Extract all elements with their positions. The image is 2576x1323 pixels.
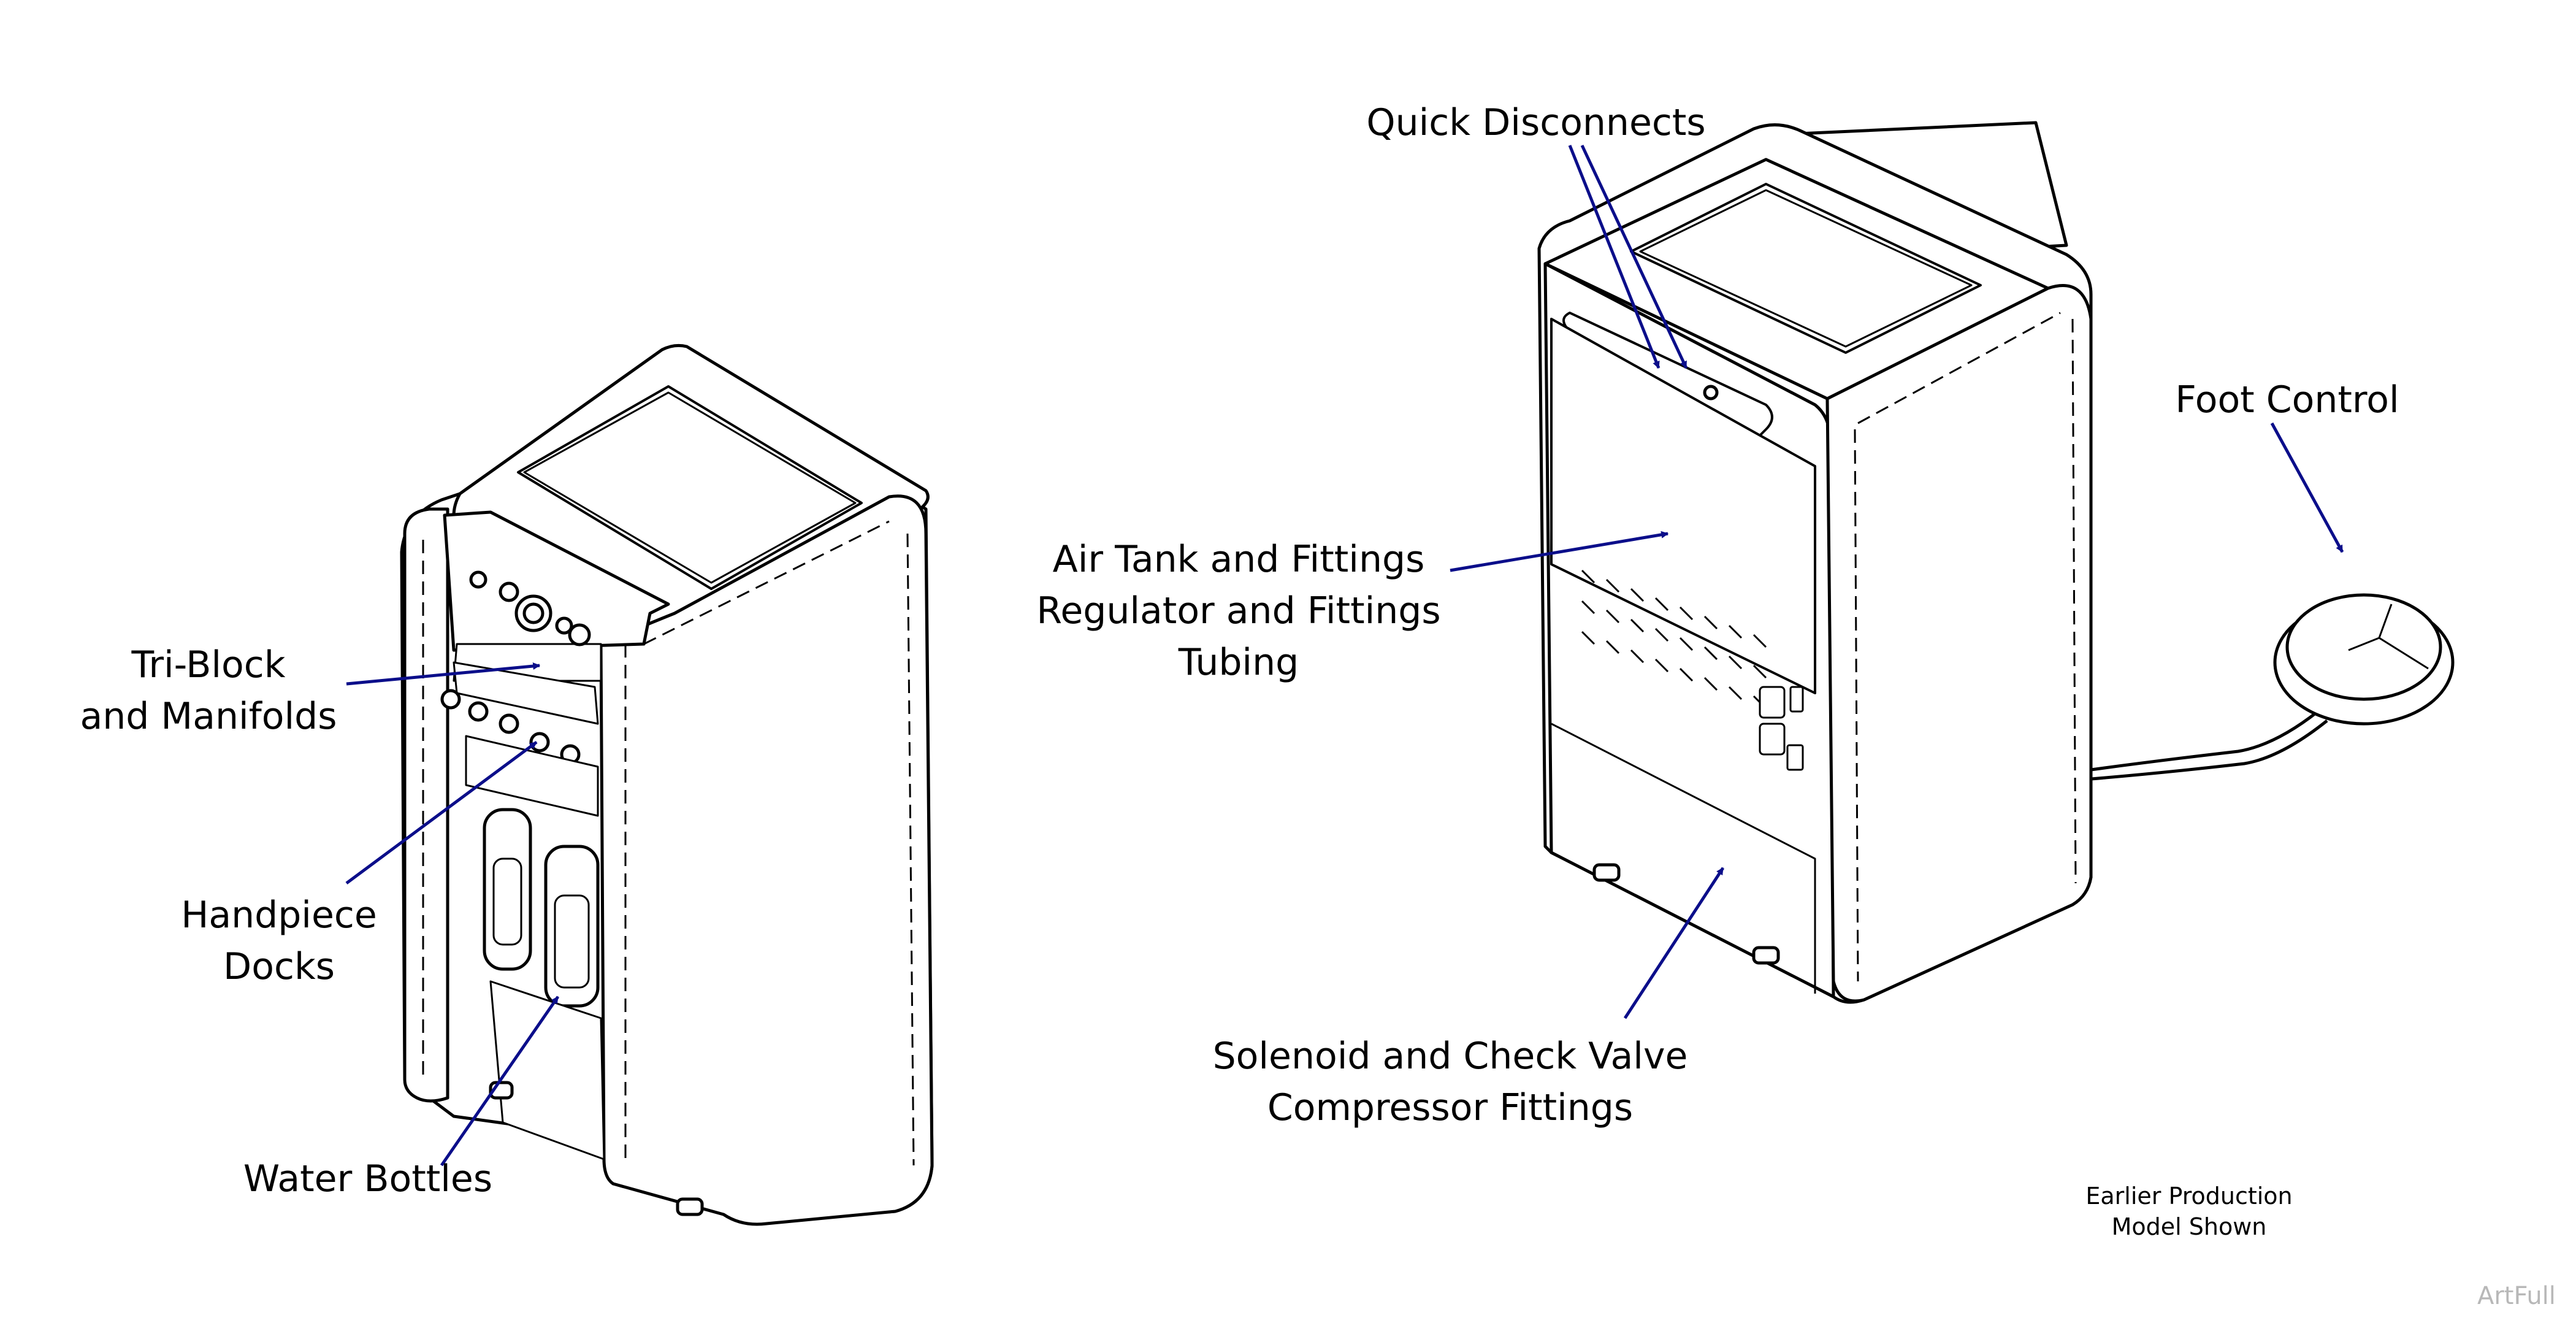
label-air-tank-line2: Regulator and Fittings [1036, 589, 1441, 632]
label-solenoid: Solenoid and Check Valve Compressor Fitt… [1187, 1030, 1714, 1133]
note-line2: Model Shown [2111, 1213, 2267, 1240]
label-quick-disconnects: Quick Disconnects [1366, 101, 1706, 144]
label-handpiece-line2: Docks [223, 945, 335, 988]
arrow-foot [2270, 422, 2344, 553]
arrow-tri-block [346, 662, 541, 686]
arrow-quick-1 [1568, 145, 1661, 369]
label-foot-control: Foot Control [2175, 378, 2399, 421]
label-handpiece-line1: Handpiece [181, 894, 377, 937]
label-solenoid-line2: Compressor Fittings [1267, 1086, 1634, 1129]
note-earlier-production: Earlier Production Model Shown [2054, 1181, 2324, 1242]
label-air-tank-line3: Tubing [1178, 641, 1299, 684]
arrow-water [440, 995, 560, 1167]
label-tri-block-line1: Tri-Block [131, 643, 286, 686]
front-cabinet-dashes [422, 520, 915, 1166]
watermark: ArtFull [2477, 1282, 2556, 1310]
label-handpiece: Handpiece Docks [156, 889, 402, 992]
label-tri-block-line2: and Manifolds [80, 695, 337, 738]
leader-arrows [345, 144, 2344, 1167]
arrow-quick-2 [1580, 144, 1688, 369]
arrow-handpiece [345, 740, 538, 885]
label-tri-block: Tri-Block and Manifolds [71, 639, 346, 742]
label-air-tank-line1: Air Tank and Fittings [1052, 538, 1425, 581]
note-line1: Earlier Production [2085, 1183, 2293, 1210]
rear-cabinet [1537, 121, 2093, 1004]
front-cabinet [400, 343, 934, 1226]
arrow-solenoid [1623, 867, 1725, 1019]
label-solenoid-line1: Solenoid and Check Valve [1212, 1035, 1688, 1078]
label-water-bottles: Water Bottles [243, 1157, 493, 1200]
arrow-air [1450, 531, 1669, 572]
rear-cabinet-dashes [1854, 312, 2077, 982]
foot-control-pedal [2090, 593, 2455, 781]
label-air-tank: Air Tank and Fittings Regulator and Fitt… [1018, 534, 1459, 688]
